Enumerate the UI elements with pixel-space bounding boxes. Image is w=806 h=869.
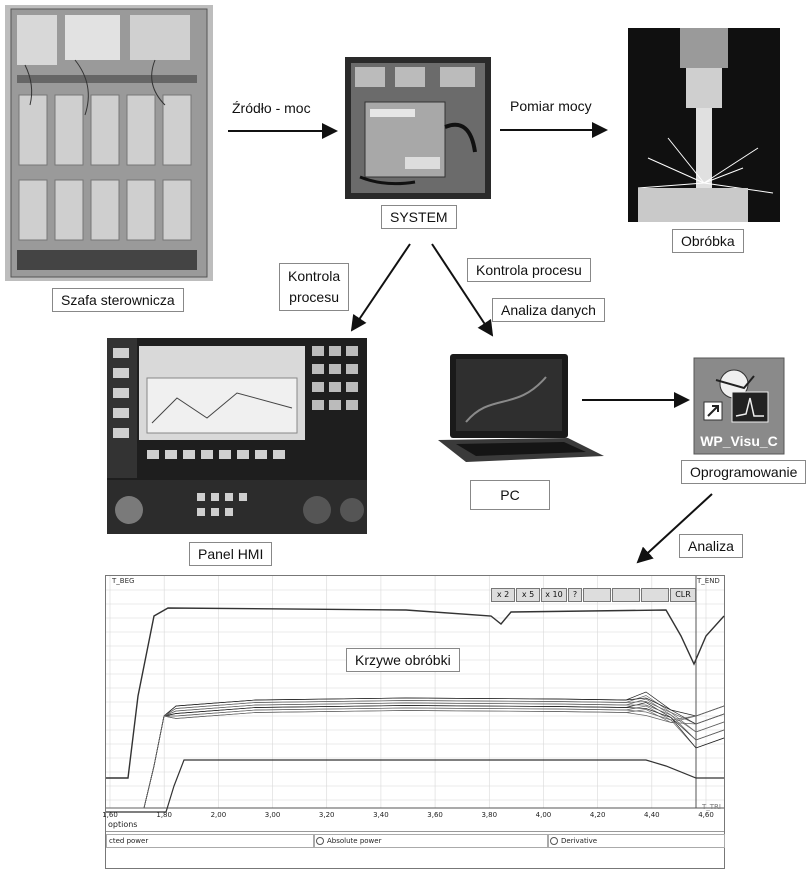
radio-icon	[316, 837, 324, 845]
x-tick-label: 4,40	[644, 811, 660, 819]
label-cabinet: Szafa sterownicza	[52, 288, 184, 312]
option-corrected-power-label: cted power	[109, 837, 149, 845]
chart-tool-button[interactable]	[583, 588, 611, 602]
process-curve	[106, 695, 725, 809]
option-derivative-label: Derivative	[561, 837, 598, 845]
process-curve	[106, 705, 725, 809]
x-tick-label: 4,00	[536, 811, 552, 819]
x-tick-label: 3,80	[481, 811, 497, 819]
machining-curves-chart: T_BEG T_END T_TRI 1,60 1,80 2,00 3,00 3,20 3,…	[102, 575, 725, 869]
label-process-control-right: Kontrola procesu	[467, 258, 591, 282]
software-icon[interactable]: WP_Visu_C	[693, 357, 785, 455]
option-derivative[interactable]: Derivative	[547, 834, 725, 848]
label-t-tri: T_TRI	[701, 803, 721, 811]
x-tick-label: 3,00	[265, 811, 281, 819]
laptop-photo	[436, 352, 604, 464]
label-machining: Obróbka	[672, 229, 744, 253]
process-curve	[106, 705, 725, 809]
zoom-button[interactable]: x 5	[516, 588, 540, 602]
x-tick-label: 4,60	[698, 811, 714, 819]
label-system: SYSTEM	[381, 205, 457, 229]
label-software: Oprogramowanie	[681, 460, 806, 484]
option-corrected-power[interactable]: cted power	[106, 834, 315, 848]
arrow-system-to-hmi	[350, 243, 411, 332]
label-data-analysis: Analiza danych	[492, 298, 605, 322]
process-curve	[106, 705, 725, 809]
curve-lower-envelope	[106, 759, 724, 813]
option-absolute-power[interactable]: Absolute power	[313, 834, 549, 848]
options-bar: options cted power Absolute power Deriva…	[106, 818, 725, 868]
x-tick-label: 1,60	[102, 811, 118, 819]
software-icon-label: WP_Visu_C	[700, 433, 778, 449]
label-process-control-line2: procesu	[289, 289, 339, 305]
label-hmi-panel: Panel HMI	[189, 542, 273, 566]
process-curve	[106, 702, 725, 809]
flow-arrows	[228, 122, 713, 564]
chart-tool-button[interactable]	[612, 588, 640, 602]
x-tick-label: 2,00	[211, 811, 227, 819]
chart-title: Krzywe obróbki	[346, 648, 460, 672]
x-tick-label: 1,80	[156, 811, 172, 819]
zoom-button[interactable]: ?	[568, 588, 582, 602]
option-absolute-power-label: Absolute power	[327, 837, 382, 845]
hmi-panel-photo	[107, 338, 367, 534]
label-pc: PC	[470, 480, 550, 510]
label-t-end: T_END	[696, 577, 720, 585]
label-t-beg: T_BEG	[111, 577, 134, 585]
radio-icon	[550, 837, 558, 845]
zoom-button[interactable]: CLR	[670, 588, 696, 602]
system-device-photo	[345, 57, 491, 199]
control-cabinet-photo	[5, 5, 213, 281]
process-curve	[106, 710, 725, 809]
arrow-software-to-chart	[636, 493, 713, 564]
zoom-button[interactable]: x 2	[491, 588, 515, 602]
machining-photo	[628, 28, 780, 222]
process-curve	[106, 702, 725, 809]
chart-tool-button[interactable]	[641, 588, 669, 602]
label-source-power: Źródło - moc	[232, 100, 311, 116]
label-process-control-line1: Kontrola	[288, 268, 341, 284]
x-tick-label: 4,20	[590, 811, 606, 819]
x-tick-label: 3,20	[319, 811, 335, 819]
process-curve	[106, 705, 725, 809]
label-power-measure: Pomiar mocy	[510, 98, 592, 114]
chart-plot: T_BEG T_END T_TRI 1,60 1,80 2,00 3,00 3,20 3,…	[102, 576, 725, 819]
label-analysis: Analiza	[679, 534, 743, 558]
process-curve	[106, 698, 725, 809]
zoom-button[interactable]: x 10	[541, 588, 567, 602]
x-tick-label: 3,60	[427, 811, 443, 819]
label-process-control-left: Kontrola procesu	[279, 263, 350, 311]
x-tick-label: 3,40	[373, 811, 389, 819]
arrow-system-to-pc	[431, 243, 494, 337]
options-title: options	[108, 820, 138, 829]
curve-upper-envelope	[106, 607, 725, 779]
